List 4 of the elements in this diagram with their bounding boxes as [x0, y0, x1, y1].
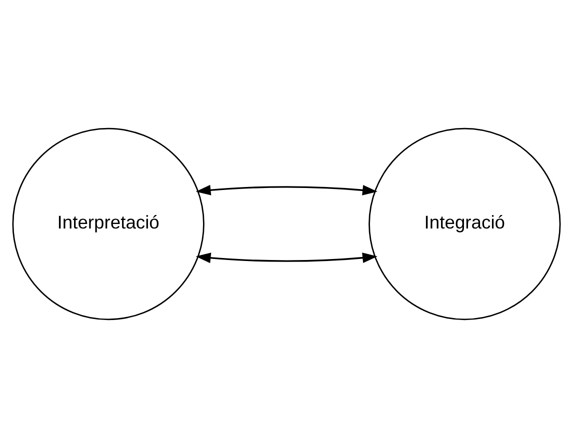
node-circle: Integració [368, 128, 561, 320]
arrow [196, 252, 378, 264]
arrow [196, 184, 378, 196]
node-circle: Interpretació [12, 128, 204, 320]
